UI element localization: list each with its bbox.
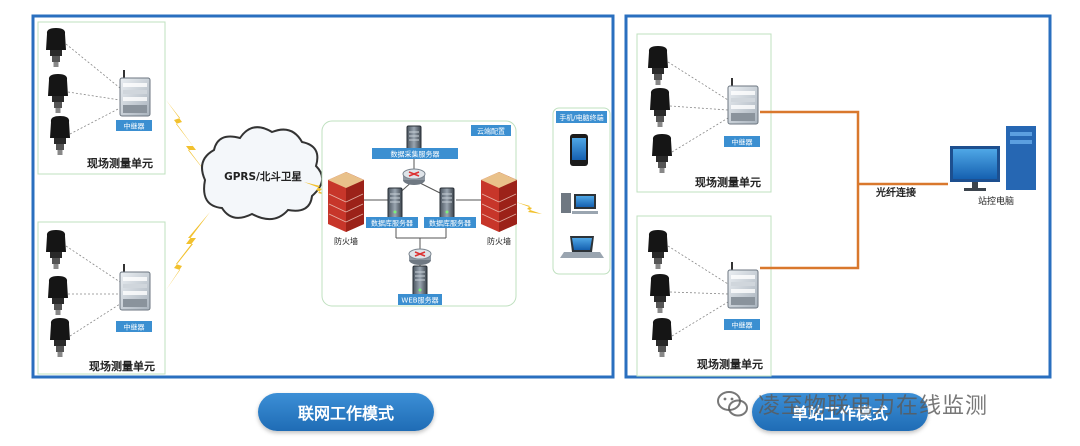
terminal-panel	[552, 107, 611, 275]
firewall-label-right: 防火墙	[487, 236, 511, 246]
terminal-panel-label: 手机/电脑终端	[559, 113, 603, 122]
watermark-text: 凌至物联电力在线监测	[758, 394, 989, 419]
cloud-label: GPRS/北斗卫星	[224, 170, 302, 183]
network-mode-button[interactable]: 联网工作模式	[258, 393, 434, 431]
station-mode-frame	[624, 14, 1052, 379]
network-mode-frame	[31, 14, 615, 379]
fiber-connection-label: 光纤连接	[875, 186, 916, 199]
web-server-label: WEB服务器	[401, 296, 438, 305]
field-unit-label-bottom-left: 现场测量单元	[89, 359, 155, 373]
smartphone-icon	[570, 134, 588, 166]
firewall-label-left: 防火墙	[334, 236, 358, 246]
station-mode-button[interactable]: 单站工作模式	[752, 393, 928, 431]
wireless-link-icon-top	[166, 100, 210, 178]
firewall-icon-left	[327, 171, 365, 233]
collector-label-bottom-left: 中继器	[124, 323, 145, 332]
collector-label-top-left: 中继器	[124, 122, 145, 131]
wechat-icon	[717, 391, 748, 417]
router-icon-bottom	[408, 248, 432, 266]
collector-label-top-right: 中继器	[732, 138, 753, 147]
database-server-label-left: 数据库服务器	[371, 219, 413, 228]
laptop-icon	[560, 236, 604, 258]
web-server-icon	[412, 265, 428, 297]
field-unit-label-top-right: 现场测量单元	[695, 175, 761, 189]
database-server-icon-right	[439, 187, 455, 219]
sensor-links-bottom-right	[667, 245, 729, 337]
firewall-icon-right	[480, 171, 518, 233]
gprs-cloud-icon	[201, 126, 323, 221]
station-pc-label: 站控电脑	[978, 195, 1014, 207]
server-area-title: 云端配置	[477, 127, 505, 136]
field-unit-label-top-left: 现场测量单元	[87, 156, 153, 170]
wireless-link-icon-terminal	[516, 202, 542, 214]
sensor-links-top-left	[65, 43, 121, 135]
watermark: 凌至物联电力在线监测	[716, 384, 1056, 424]
sensor-links-top-right	[667, 61, 729, 153]
database-server-label-right: 数据库服务器	[429, 219, 471, 228]
field-unit-label-bottom-right: 现场测量单元	[697, 357, 763, 371]
collection-server-label: 数据采集服务器	[391, 150, 440, 159]
fiber-connection-lines	[760, 110, 948, 270]
collector-label-bottom-right: 中继器	[732, 321, 753, 330]
database-server-icon-left	[387, 187, 403, 219]
router-icon-top	[402, 168, 426, 186]
desktop-computer-icon	[561, 193, 598, 214]
wireless-link-icon-bottom	[166, 212, 210, 290]
wireless-link-icon-cloud	[304, 182, 330, 196]
sensor-links-bottom-left	[65, 245, 121, 337]
station-pc-icon	[950, 126, 1036, 191]
